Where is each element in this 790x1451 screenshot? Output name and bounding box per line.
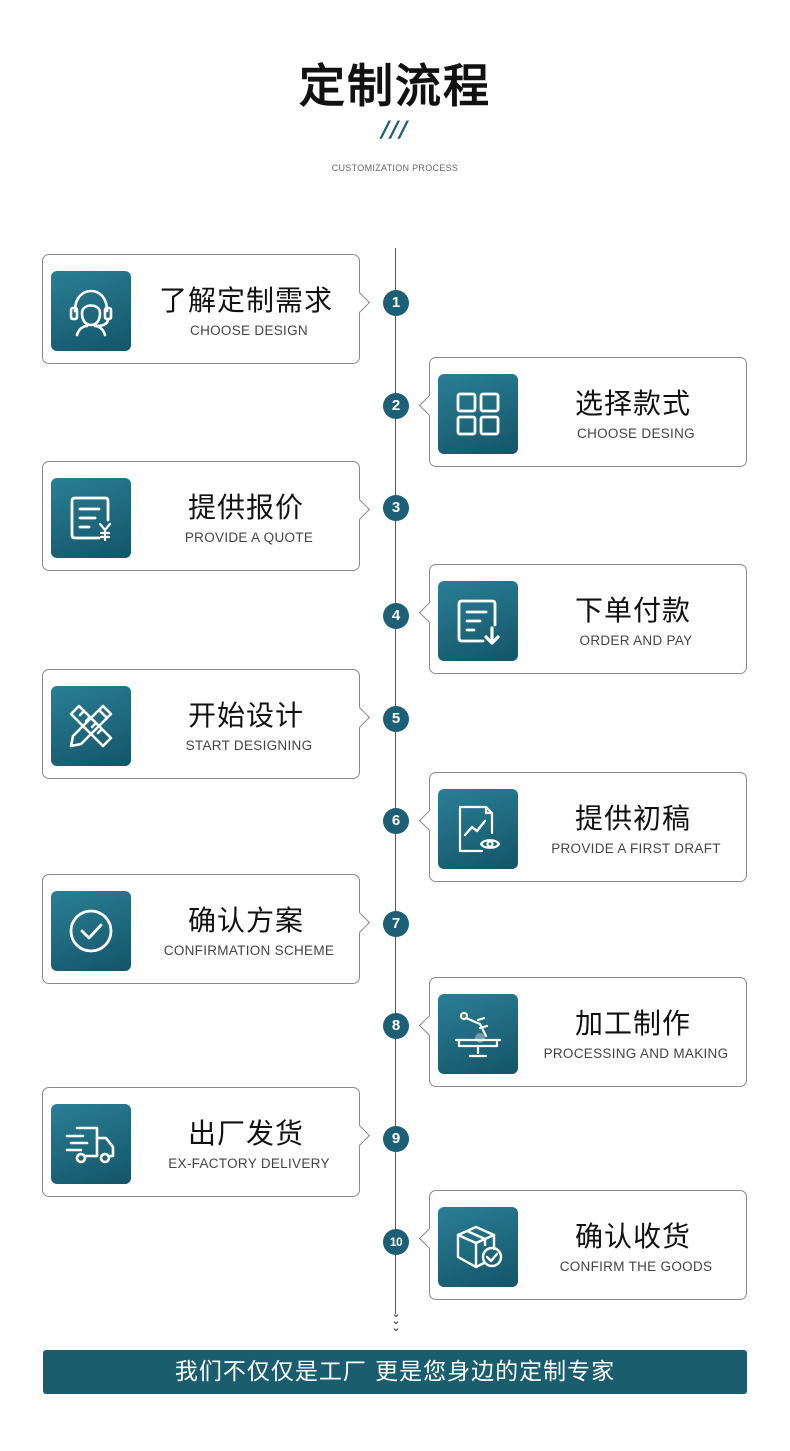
- step-number-5: 5: [383, 706, 409, 732]
- step-subtitle: PROVIDE A QUOTE: [184, 530, 314, 545]
- step-subtitle: ORDER AND PAY: [579, 633, 693, 648]
- card-pointer: [348, 706, 371, 729]
- page-title: 定制流程: [299, 59, 491, 113]
- slogan-banner: 我们不仅仅是工厂 更是您身边的定制专家: [43, 1350, 747, 1394]
- delivery-truck-icon: [51, 1104, 131, 1184]
- step-number-7: 7: [383, 911, 409, 937]
- step-number-8: 8: [383, 1013, 409, 1039]
- check-circle-icon: [51, 891, 131, 971]
- card-pointer: [418, 1014, 441, 1037]
- step-subtitle: CHOOSE DESIGN: [190, 323, 308, 338]
- step-title: 加工制作: [574, 1007, 691, 1040]
- step-title: 确认收货: [574, 1220, 691, 1253]
- step-title: 开始设计: [187, 699, 304, 732]
- step-subtitle: CONFIRMATION SCHEME: [163, 943, 335, 958]
- step-title: 选择款式: [574, 387, 691, 420]
- step-card-7: 确认方案 CONFIRMATION SCHEME: [42, 874, 371, 984]
- step-card-8: 加工制作 PROCESSING AND MAKING: [418, 977, 747, 1087]
- step-number-2: 2: [383, 393, 409, 419]
- step-title: 下单付款: [574, 594, 691, 627]
- package-check-icon: [438, 1207, 518, 1287]
- step-number-9: 9: [383, 1126, 409, 1152]
- step-number-4: 4: [383, 603, 409, 629]
- step-number-1: 1: [383, 290, 409, 316]
- step-card-2: 选择款式 CHOOSE DESING: [418, 357, 747, 467]
- step-card-1: 了解定制需求 CHOOSE DESIGN: [42, 254, 371, 364]
- card-pointer: [348, 498, 371, 521]
- grid-icon: [438, 374, 518, 454]
- robot-arm-icon: [438, 994, 518, 1074]
- chevron-down-icon: ⌄⌄⌄: [391, 1307, 401, 1334]
- step-subtitle: EX-FACTORY DELIVERY: [168, 1156, 330, 1171]
- customer-service-icon: [51, 271, 131, 351]
- step-card-3: 提供报价 PROVIDE A QUOTE: [42, 461, 371, 571]
- card-pointer: [418, 809, 441, 832]
- step-number-3: 3: [383, 495, 409, 521]
- step-title: 出厂发货: [187, 1117, 304, 1150]
- step-number-10: 10: [383, 1229, 409, 1255]
- quote-document-icon: [51, 478, 131, 558]
- card-pointer: [348, 911, 371, 934]
- order-download-icon: [438, 581, 518, 661]
- page-subtitle: CUSTOMIZATION PROCESS: [331, 163, 459, 173]
- step-title: 提供初稿: [574, 802, 691, 835]
- step-title: 提供报价: [187, 491, 304, 524]
- step-card-9: 出厂发货 EX-FACTORY DELIVERY: [42, 1087, 371, 1197]
- timeline-line: [395, 248, 396, 1314]
- title-decoration: ///: [381, 118, 409, 143]
- card-pointer: [418, 1227, 441, 1250]
- step-subtitle: PROCESSING AND MAKING: [543, 1046, 729, 1061]
- step-subtitle: START DESIGNING: [185, 738, 313, 753]
- step-title: 确认方案: [187, 904, 304, 937]
- card-pointer: [348, 1124, 371, 1147]
- draft-chart-icon: [438, 789, 518, 869]
- step-card-5: 开始设计 START DESIGNING: [42, 669, 371, 779]
- step-subtitle: PROVIDE A FIRST DRAFT: [551, 841, 721, 856]
- step-title: 了解定制需求: [158, 284, 333, 317]
- step-subtitle: CONFIRM THE GOODS: [559, 1259, 713, 1274]
- card-pointer: [418, 601, 441, 624]
- step-subtitle: CHOOSE DESING: [577, 426, 695, 441]
- step-card-6: 提供初稿 PROVIDE A FIRST DRAFT: [418, 772, 747, 882]
- step-card-4: 下单付款 ORDER AND PAY: [418, 564, 747, 674]
- ruler-pencil-icon: [51, 686, 131, 766]
- step-number-6: 6: [383, 808, 409, 834]
- card-pointer: [418, 394, 441, 417]
- card-pointer: [348, 291, 371, 314]
- step-card-10: 确认收货 CONFIRM THE GOODS: [418, 1190, 747, 1300]
